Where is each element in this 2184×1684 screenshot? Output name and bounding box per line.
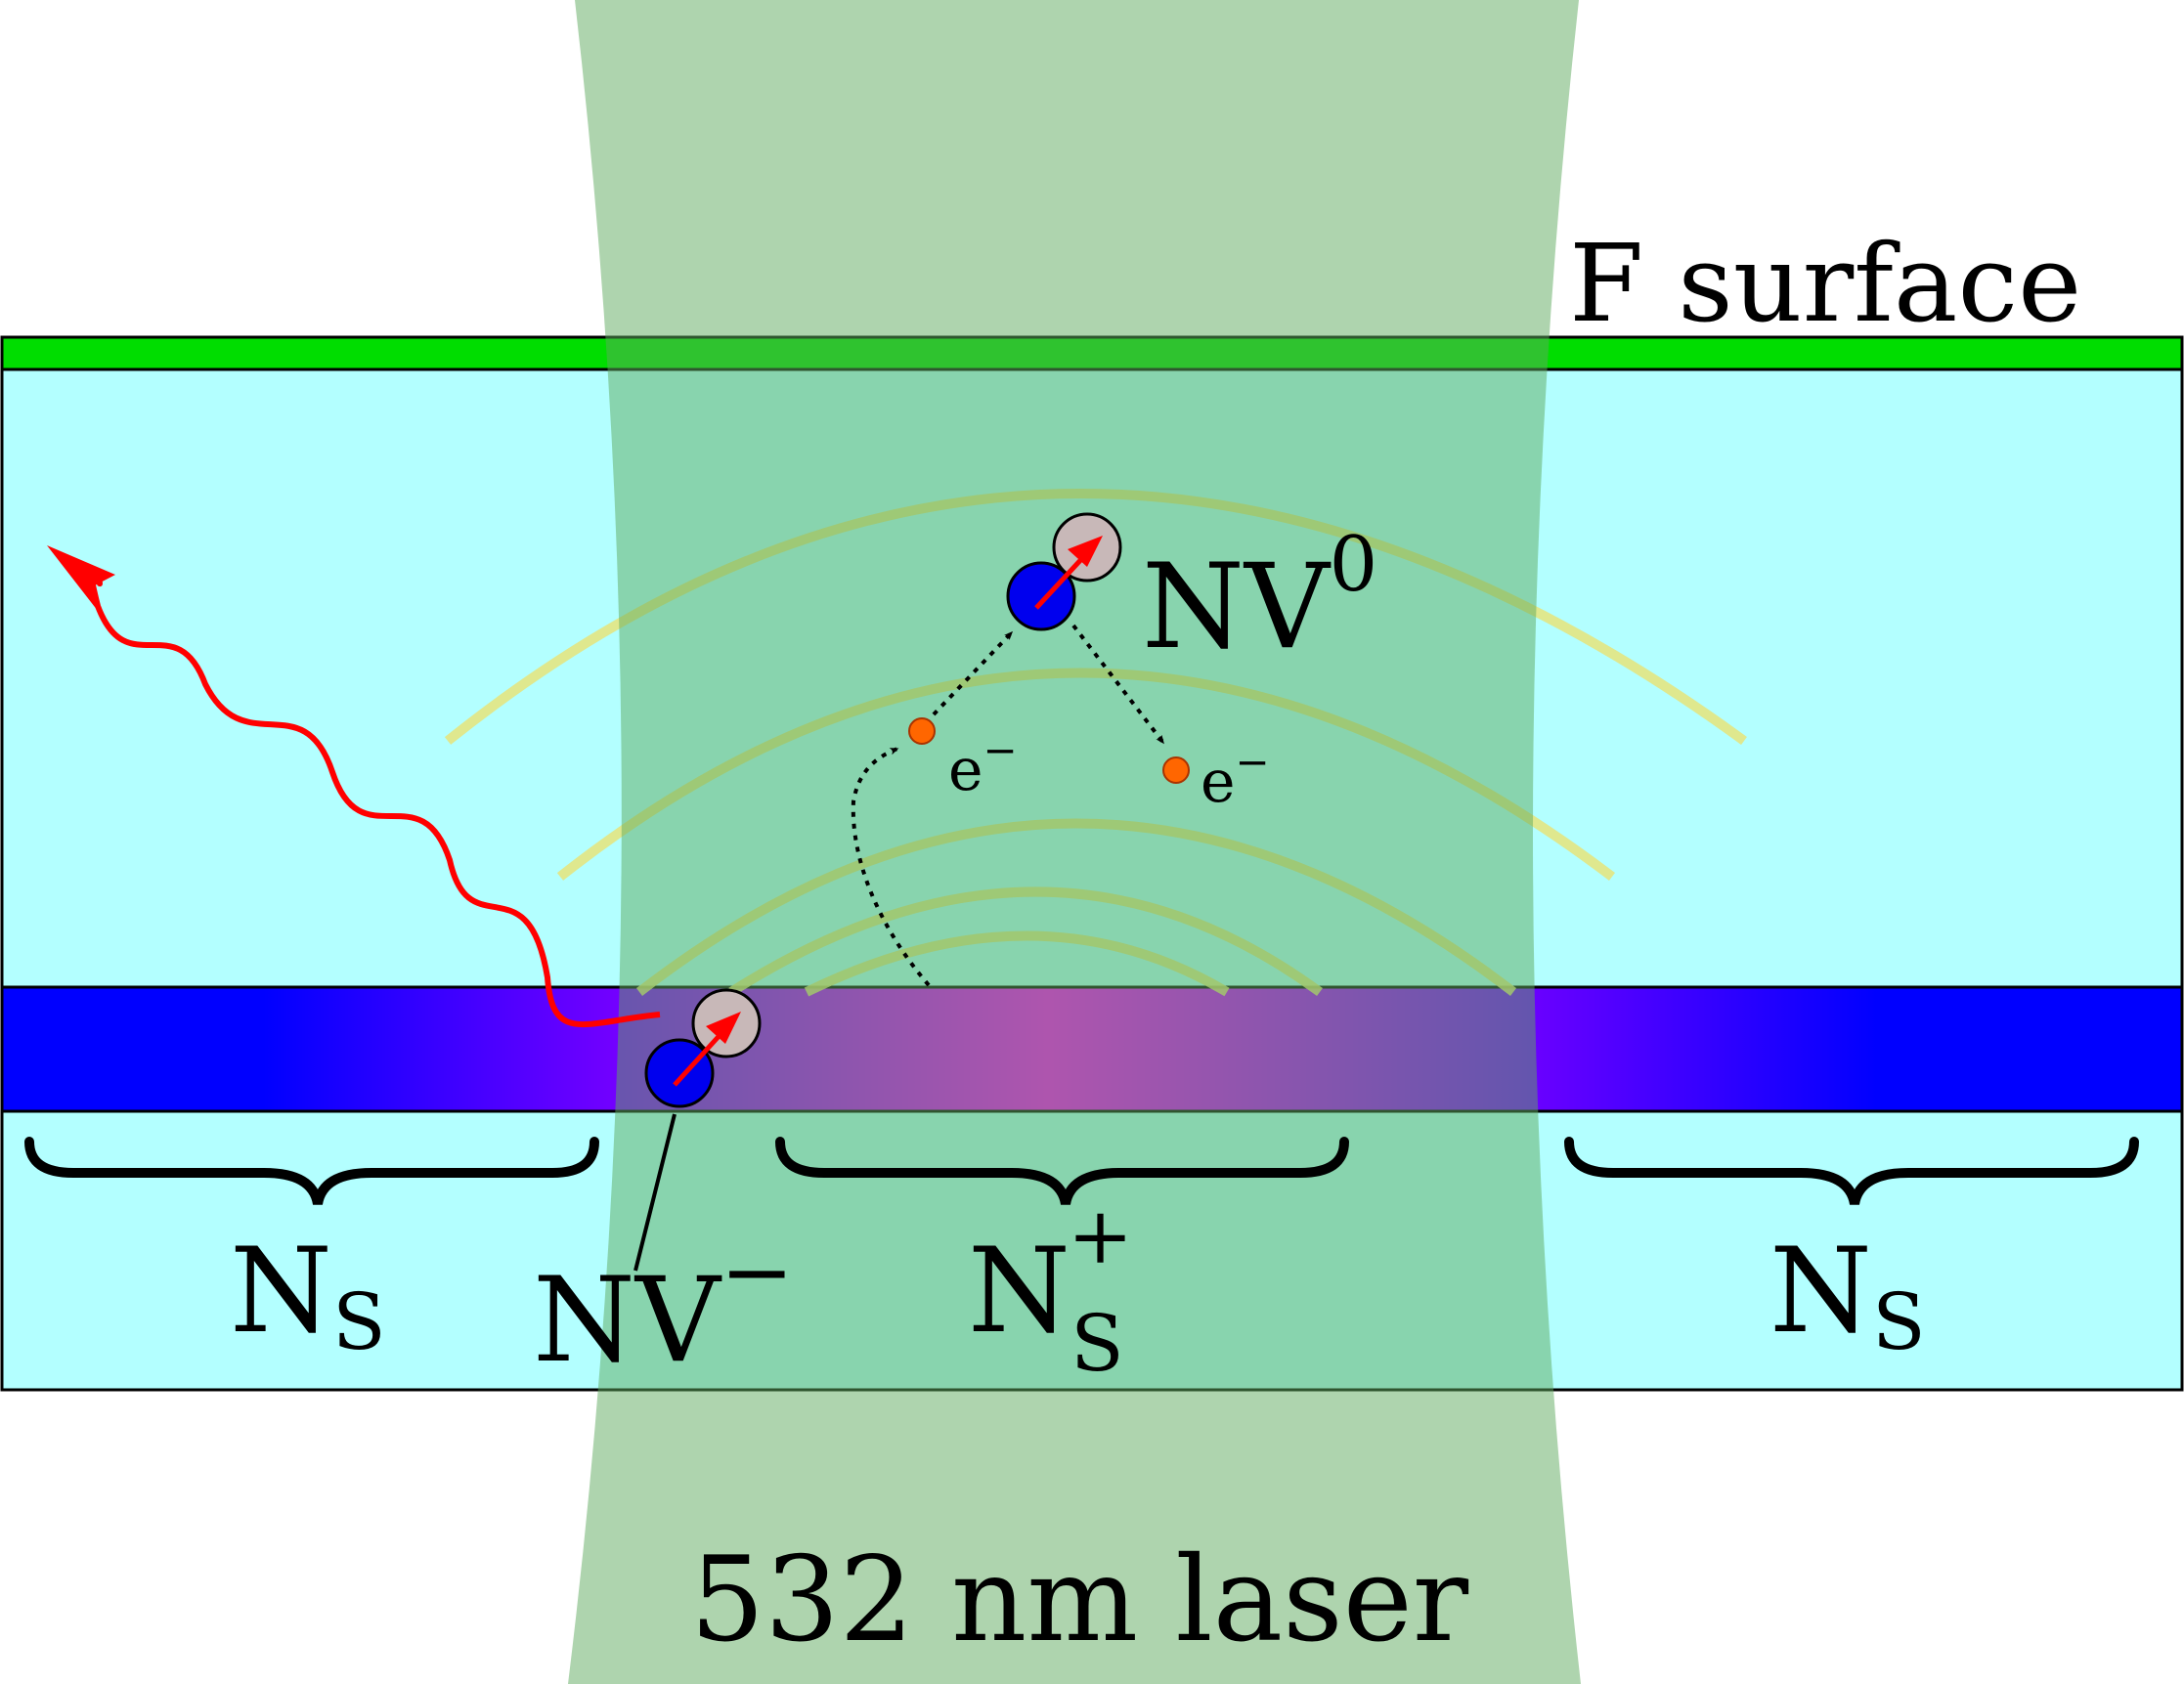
electron-hop-path-2	[932, 630, 1014, 716]
electron-hop-path-3	[1071, 624, 1165, 745]
f-surface-label: F surface	[1569, 221, 2081, 346]
laser-beam	[568, 0, 1581, 1684]
nv-minus-icon	[644, 988, 762, 1108]
ns-right-label: NS	[1769, 1224, 1926, 1367]
nv-zero-label: NV0	[1142, 521, 1377, 675]
nv-zero-icon	[1006, 512, 1122, 631]
ns-left-label: NS	[230, 1224, 386, 1367]
electron-left	[908, 717, 936, 745]
brace-left-icon	[24, 1137, 599, 1206]
brace-center-icon	[775, 1137, 1349, 1206]
nv-minus-leader	[633, 1113, 677, 1272]
laser-label: 532 nm laser	[690, 1533, 1469, 1668]
brace-right-icon	[1564, 1137, 2139, 1206]
nv-minus-label: NV−	[533, 1221, 794, 1389]
electron-right-label: e−	[1201, 738, 1270, 816]
fluorescence-photon-icon	[87, 567, 661, 1028]
electron-left-label: e−	[948, 726, 1018, 804]
fluorescence-arrowhead	[47, 545, 115, 611]
ns-plus-label: NS+	[968, 1190, 1133, 1389]
electron-hop-path-1	[851, 747, 931, 987]
electron-right	[1162, 756, 1190, 784]
